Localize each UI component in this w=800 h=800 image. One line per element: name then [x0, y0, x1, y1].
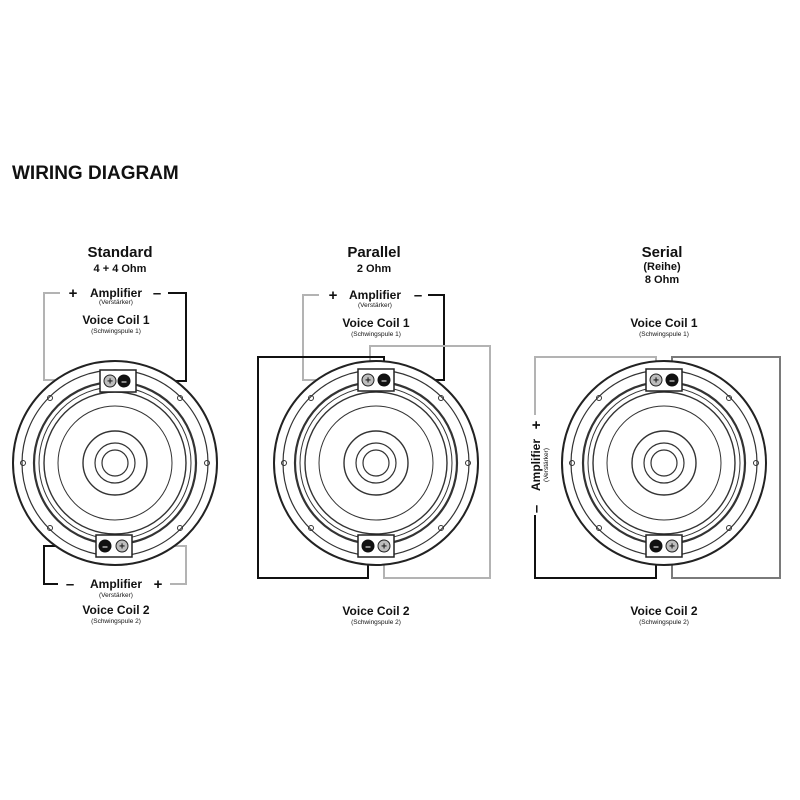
- plus-symbol: +: [365, 376, 371, 387]
- parallel-coil2-sublabel: (Schwingspule 2): [351, 619, 401, 626]
- parallel-coil2-positive-terminal: [377, 539, 391, 553]
- diagram-standard: Standard 4 + 4 Ohm + Amplifier (Verstärk…: [12, 244, 218, 625]
- parallel-coil1-positive-terminal: [361, 373, 375, 387]
- diagram-parallel: Parallel 2 Ohm + Amplifier (Verstärker) …: [257, 244, 491, 626]
- serial-amp-label-group: – Amplifier (Verstärker) +: [528, 420, 550, 513]
- minus-symbol: –: [653, 542, 659, 553]
- serial-coil1-label: Voice Coil 1: [630, 316, 697, 330]
- standard-coil1-positive-terminal: [103, 374, 117, 388]
- plus-symbol: +: [381, 542, 387, 553]
- serial-amp-sublabel: (Verstärker): [543, 448, 550, 482]
- standard-heading: Standard: [87, 244, 152, 261]
- parallel-amp-plus-sign: +: [329, 287, 338, 304]
- parallel-positive-link-wire: [369, 345, 491, 579]
- standard-coil1-negative-terminal: [117, 374, 131, 388]
- plus-symbol: +: [653, 376, 659, 387]
- serial-terminal-block-coil1: + –: [645, 368, 683, 392]
- parallel-coil2-label: Voice Coil 2: [342, 604, 409, 618]
- standard-amp-bottom-minus-sign: –: [66, 576, 74, 593]
- standard-coil1-label: Voice Coil 1: [82, 313, 149, 327]
- parallel-coil1-label: Voice Coil 1: [342, 316, 409, 330]
- serial-coil1-negative-terminal: [665, 373, 679, 387]
- serial-impedance: 8 Ohm: [645, 274, 679, 286]
- serial-amp-minus-sign: –: [528, 505, 545, 513]
- standard-coil2-negative-terminal: [98, 539, 112, 553]
- standard-coil1-sublabel: (Schwingspule 1): [91, 328, 141, 335]
- standard-impedance: 4 + 4 Ohm: [94, 263, 147, 275]
- minus-symbol: –: [669, 376, 675, 387]
- serial-coil2-sublabel: (Schwingspule 2): [639, 619, 689, 626]
- standard-amp-bottom-plus-sign: +: [154, 576, 163, 593]
- standard-amp-bottom-label: Amplifier: [90, 577, 142, 591]
- parallel-speaker: [273, 360, 479, 566]
- plus-symbol: +: [669, 542, 675, 553]
- standard-speaker: [12, 360, 218, 566]
- minus-symbol: –: [102, 542, 108, 553]
- serial-coil2-positive-terminal: [665, 539, 679, 553]
- minus-symbol: –: [365, 542, 371, 553]
- standard-coil2-sublabel: (Schwingspule 2): [91, 618, 141, 625]
- minus-symbol: –: [121, 377, 127, 388]
- parallel-coil1-negative-terminal: [377, 373, 391, 387]
- parallel-amp-sublabel: (Verstärker): [358, 302, 392, 309]
- standard-terminal-block-coil1: + –: [99, 369, 137, 393]
- serial-heading: Serial: [642, 244, 683, 261]
- parallel-coil1-sublabel: (Schwingspule 1): [351, 331, 401, 338]
- minus-symbol: –: [381, 376, 387, 387]
- serial-coil1-positive-terminal: [649, 373, 663, 387]
- parallel-amp-minus-sign: –: [414, 287, 422, 304]
- standard-amp-bottom-sublabel: (Verstärker): [99, 592, 133, 599]
- serial-amp-plus-sign: +: [528, 420, 545, 429]
- parallel-coil2-negative-terminal: [361, 539, 375, 553]
- standard-amp-top-minus-sign: –: [153, 285, 161, 302]
- standard-coil2-label: Voice Coil 2: [82, 603, 149, 617]
- parallel-terminal-block-coil2: – +: [357, 534, 395, 558]
- diagram-serial: Serial (Reihe) 8 Ohm Voice Coil 1 (Schwi…: [528, 244, 781, 626]
- standard-coil2-positive-terminal: [115, 539, 129, 553]
- standard-amp-top-label: Amplifier: [90, 286, 142, 300]
- serial-coil2-negative-terminal: [649, 539, 663, 553]
- standard-amp-top-plus-sign: +: [69, 285, 78, 302]
- serial-terminal-block-coil2: – +: [645, 534, 683, 558]
- parallel-impedance: 2 Ohm: [357, 263, 391, 275]
- plus-symbol: +: [107, 377, 113, 388]
- standard-terminal-block-coil2: – +: [95, 534, 133, 558]
- parallel-terminal-block-coil1: + –: [357, 368, 395, 392]
- serial-amp-label: Amplifier: [529, 439, 543, 491]
- standard-amp-top-sublabel: (Verstärker): [99, 299, 133, 306]
- page-title: WIRING DIAGRAM: [12, 163, 179, 184]
- plus-symbol: +: [119, 542, 125, 553]
- serial-subheading: (Reihe): [643, 261, 681, 273]
- parallel-heading: Parallel: [347, 244, 400, 261]
- serial-coil2-label: Voice Coil 2: [630, 604, 697, 618]
- serial-coil1-sublabel: (Schwingspule 1): [639, 331, 689, 338]
- parallel-amp-label: Amplifier: [349, 288, 401, 302]
